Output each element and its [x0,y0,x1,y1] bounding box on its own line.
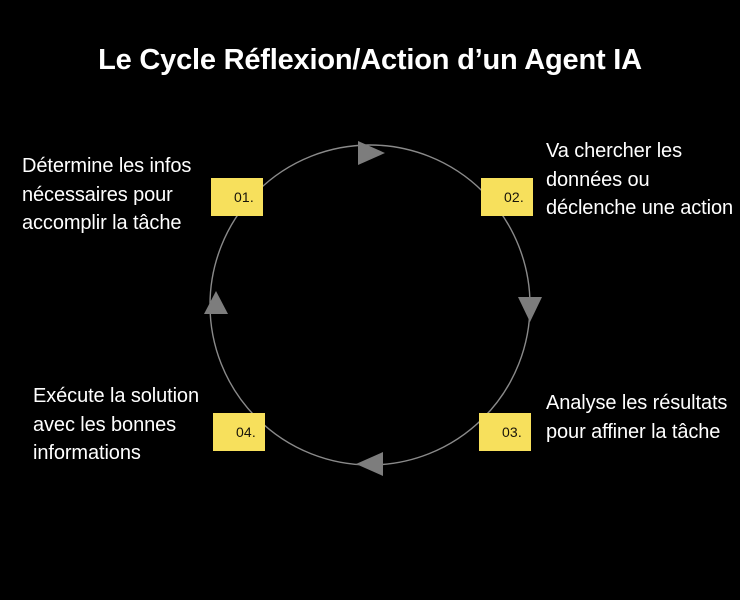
arrow-top-icon [358,141,385,165]
step-caption-01: Détermine les infos nécessaires pour acc… [22,155,192,234]
step-badge-02[interactable]: 02. [481,178,533,216]
arrow-right-icon [518,297,542,322]
page-title: Le Cycle Réflexion/Action d’un Agent IA [98,44,642,76]
step-badge-01[interactable]: 01. [211,178,263,216]
step-caption-03: Analyse les résultats pour affiner la tâ… [546,392,728,443]
arrow-left-icon [204,291,228,314]
step-caption-02: Va chercher les données ou déclenche une… [546,140,734,219]
step-caption-04: Exécute la solution avec les bonnes info… [33,385,199,464]
step-badge-04[interactable]: 04. [213,413,265,451]
arrow-bottom-icon [356,452,383,476]
step-badge-03[interactable]: 03. [479,413,531,451]
